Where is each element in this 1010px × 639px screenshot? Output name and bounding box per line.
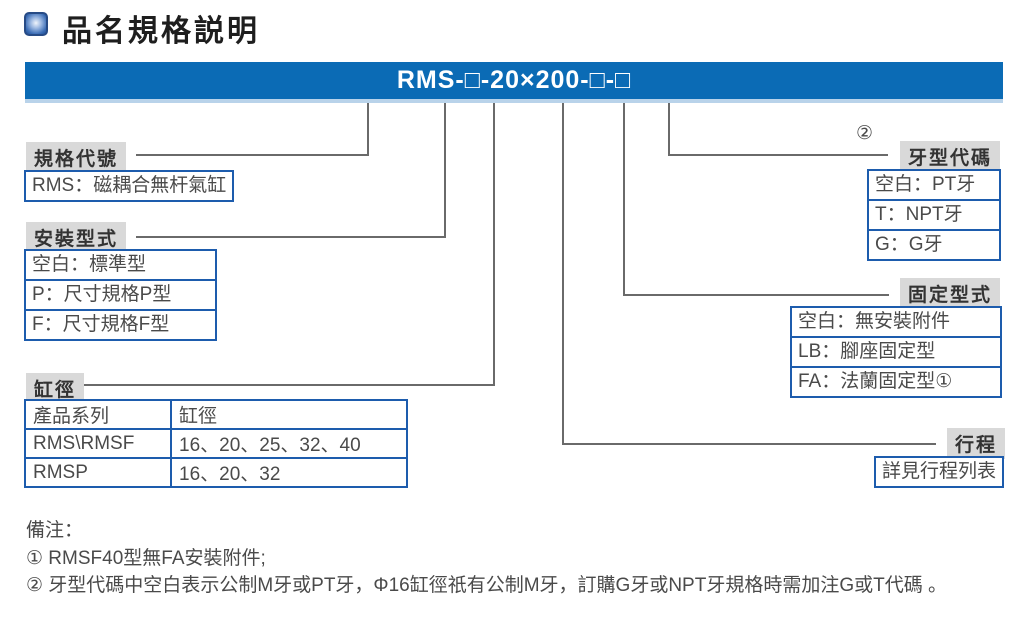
bore-table-cell: RMSP [24,457,172,488]
connector-line [367,103,369,156]
bore-table-header: 缸徑 [170,399,408,430]
connector-line [136,154,369,156]
bore-table-row: RMSP 16、20、32 [24,457,408,488]
thread-code-row: G：G牙 [867,229,1001,261]
bore-table-cell: 16、20、32 [170,457,408,488]
callout-label-stroke: 行程 [946,428,1005,459]
connector-line [136,236,446,238]
bore-table-header: 產品系列 [24,399,172,430]
bore-table-row: RMS\RMSF 16、20、25、32、40 [24,428,408,459]
notes-heading: 備注： [26,520,84,541]
spec-code-row: RMS：磁耦合無杆氣缸 [24,170,235,202]
fixing-type-row: 空白：無安裝附件 [790,306,1002,338]
connector-line [493,103,495,386]
fixing-type-box: 空白：無安裝附件 LB：腳座固定型 FA：法蘭固定型① [790,306,1002,398]
callout-label-fixing-type: 固定型式 [899,278,1000,309]
callout-label-mounting-type: 安裝型式 [26,222,127,253]
mounting-type-row: P：尺寸規格P型 [24,279,217,311]
bore-table-cell: 16、20、25、32、40 [170,428,408,459]
note-item-1: ① RMSF40型無FA安裝附件; [26,548,266,569]
thread-code-box: 空白：PT牙 T：NPT牙 G：G牙 [867,169,1001,261]
bore-table-cell: RMS\RMSF [24,428,172,459]
connector-line [668,103,670,156]
mounting-type-row: 空白：標準型 [24,249,217,281]
spec-code-box: RMS：磁耦合無杆氣缸 [24,170,235,202]
callout-label-spec-code: 規格代號 [26,142,127,173]
stroke-row: 詳見行程列表 [873,456,1004,488]
thread-code-row: T：NPT牙 [867,199,1001,231]
connector-line [562,103,564,445]
mounting-type-box: 空白：標準型 P：尺寸規格P型 F：尺寸規格F型 [24,249,217,341]
callout-label-bore: 缸徑 [26,373,85,404]
callout-label-thread-code: 牙型代碼 [899,141,1000,172]
thread-code-row: 空白：PT牙 [867,169,1001,201]
bore-table-header-row: 產品系列 缸徑 [24,399,408,430]
footnote-marker-2: ② [856,123,874,144]
connector-line [562,443,936,445]
mounting-type-row: F：尺寸規格F型 [24,309,217,341]
notes-section: 備注： ① RMSF40型無FA安裝附件; ② 牙型代碼中空白表示公制M牙或PT… [26,517,988,599]
connector-line [668,154,888,156]
fixing-type-row: LB：腳座固定型 [790,336,1002,368]
connector-line [444,103,446,238]
connector-line [623,103,625,296]
connector-line [623,294,889,296]
connector-line [77,384,495,386]
stroke-box: 詳見行程列表 [873,456,1004,488]
model-number: RMS-□-20×200-□-□ [396,66,632,94]
fixing-type-row: FA：法蘭固定型① [790,366,1002,398]
bore-table: 產品系列 缸徑 RMS\RMSF 16、20、25、32、40 RMSP 16、… [24,399,408,488]
page-title: 品名規格説明 [62,15,260,48]
model-number-banner: RMS-□-20×200-□-□ [25,62,1003,103]
section-bullet-icon [24,12,48,36]
note-item-2: ② 牙型代碼中空白表示公制M牙或PT牙，Φ16缸徑祇有公制M牙，訂購G牙或NPT… [26,575,947,596]
